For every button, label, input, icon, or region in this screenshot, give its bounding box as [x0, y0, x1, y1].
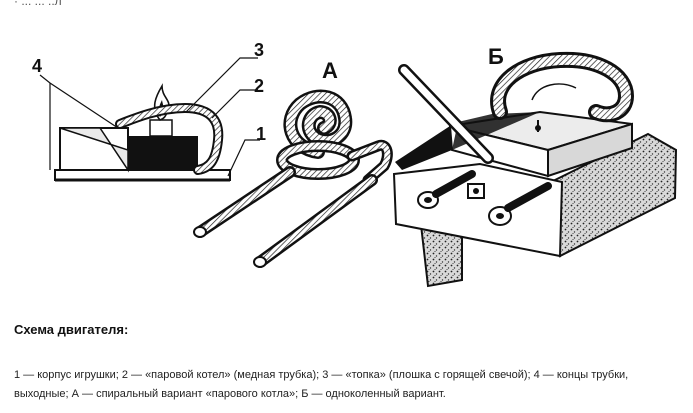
variant-a-spiral-boiler: А	[193, 58, 393, 268]
label-variant-b: Б	[488, 44, 504, 69]
label-part-4: 4	[32, 56, 42, 76]
label-part-3: 3	[254, 40, 264, 60]
top-text-fragment: · ... ... ..л	[14, 0, 62, 8]
label-variant-a: А	[322, 58, 338, 83]
engine-diagram: 4 3 2 1 А Б	[32, 40, 678, 288]
caption-text: 1 — корпус игрушки; 2 — «паровой котел» …	[14, 369, 629, 400]
label-part-1: 1	[256, 124, 266, 144]
boat-schematic: 4 3 2 1	[32, 40, 266, 182]
lower-box	[392, 162, 564, 258]
firebox-tray	[128, 136, 198, 170]
variant-b-single-bend-boiler: Б	[392, 44, 678, 288]
caption-title: Схема двигателя:	[14, 322, 129, 337]
label-part-2: 2	[254, 76, 264, 96]
